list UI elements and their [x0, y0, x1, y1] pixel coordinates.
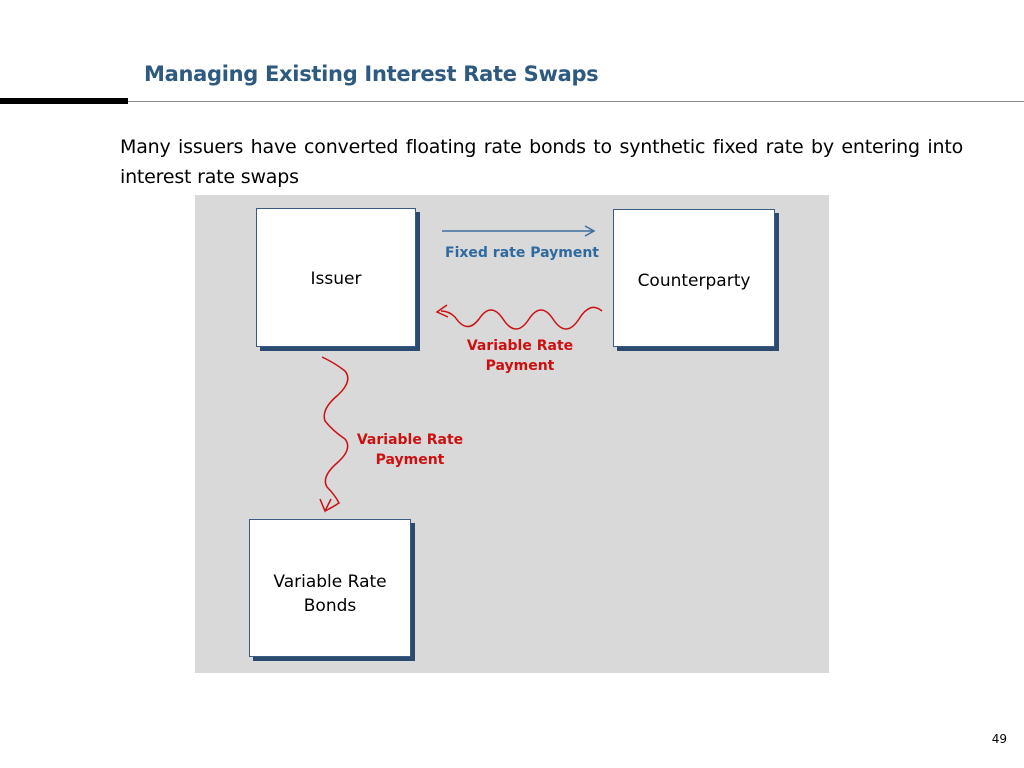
swap-diagram: Issuer Counterparty Variable Rate Bonds …	[195, 195, 829, 673]
page-number: 49	[991, 732, 1007, 746]
variable-payment-swap-label: Variable Rate Payment	[450, 336, 590, 376]
variable-payment-bonds-line2: Payment	[375, 452, 445, 468]
counterparty-box: Counterparty	[613, 209, 775, 347]
bonds-label-line2: Bonds	[303, 596, 357, 616]
fixed-payment-label: Fixed rate Payment	[445, 245, 599, 261]
title-divider	[128, 101, 1024, 102]
variable-payment-bonds-label: Variable Rate Payment	[340, 430, 480, 470]
fixed-payment-arrow	[442, 225, 596, 237]
variable-payment-bonds-arrow	[319, 356, 349, 513]
variable-rate-bonds-box: Variable Rate Bonds	[249, 519, 411, 657]
variable-payment-bonds-line1: Variable Rate	[356, 432, 464, 448]
variable-payment-swap-line2: Payment	[485, 358, 555, 374]
variable-payment-swap-arrow	[435, 304, 603, 330]
issuer-label: Issuer	[310, 269, 362, 289]
body-text: Many issuers have converted floating rat…	[120, 136, 963, 188]
title-accent-bar	[0, 98, 128, 104]
slide-title: Managing Existing Interest Rate Swaps	[144, 62, 599, 86]
diagram-arrows	[319, 225, 603, 513]
counterparty-label: Counterparty	[637, 271, 751, 291]
bonds-label-line1: Variable Rate	[273, 572, 387, 592]
issuer-box: Issuer	[256, 208, 416, 347]
variable-payment-swap-line1: Variable Rate	[466, 338, 574, 354]
